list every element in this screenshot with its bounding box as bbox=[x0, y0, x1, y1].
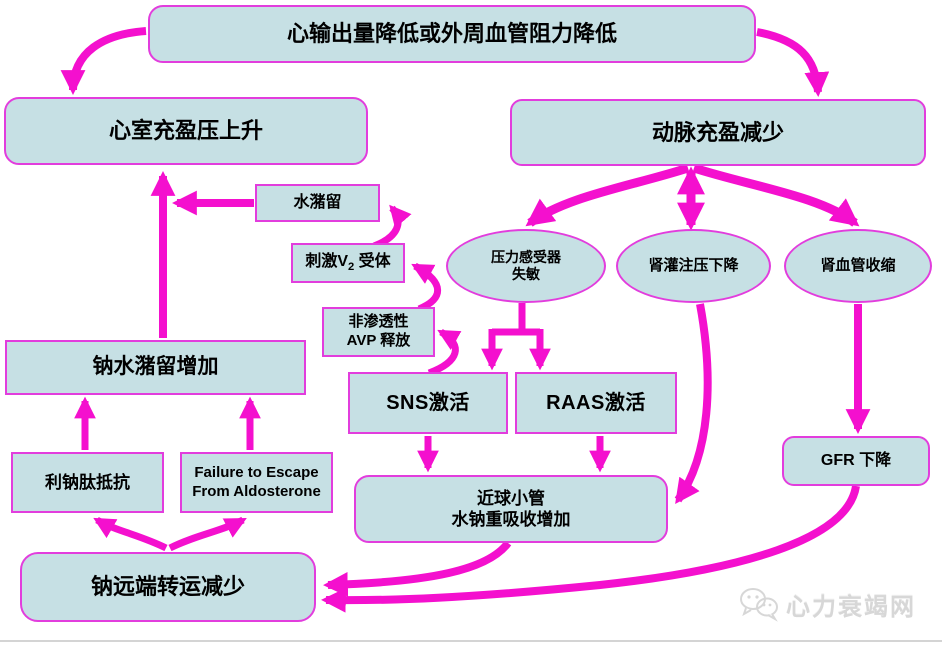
arrow-arterial-to-baroreceptor bbox=[525, 163, 690, 227]
wechat-bubbles-icon bbox=[740, 588, 778, 622]
watermark-text: 心力衰竭网 bbox=[786, 593, 916, 621]
node-arterial-filling: 动脉充盈减少 bbox=[510, 99, 926, 166]
node-water-retention-label: 水潴留 bbox=[293, 194, 342, 211]
node-aldosterone-line1: Failure to Escape bbox=[194, 463, 319, 481]
node-aldosterone-escape-failure: Failure to Escape From Aldosterone bbox=[180, 452, 333, 513]
arrow-avp-to-v2 bbox=[411, 262, 441, 313]
bottom-edge-line bbox=[0, 640, 942, 642]
node-proximal-line2: 水钠重吸收增加 bbox=[451, 510, 571, 529]
arrow-arterial-to-renalvaso bbox=[692, 163, 860, 227]
arrow-gfr-to-distal bbox=[321, 485, 860, 613]
node-distal-sodium-transport-decrease: 钠远端转运减少 bbox=[20, 552, 316, 622]
node-proximal-tubule-reabsorption: 近球小管 水钠重吸收增加 bbox=[354, 475, 668, 543]
node-v2-receptor: 刺激V2 受体 bbox=[291, 243, 405, 283]
arrow-distal-to-natriuretic bbox=[93, 516, 168, 552]
node-v2-receptor-label: 刺激V2 受体 bbox=[305, 252, 390, 274]
node-aldosterone-line2: From Aldosterone bbox=[192, 482, 321, 500]
node-natriuretic-peptide-resistance: 利钠肽抵抗 bbox=[11, 452, 164, 513]
node-baroreceptor-line2: 失敏 bbox=[512, 266, 540, 282]
node-natriuretic-label: 利钠肽抵抗 bbox=[45, 472, 130, 492]
node-gfr-label: GFR 下降 bbox=[820, 452, 892, 469]
v2-label-suffix: 受体 bbox=[354, 252, 391, 270]
node-gfr-decrease: GFR 下降 bbox=[782, 436, 930, 486]
node-renal-perfusion-drop: 肾灌注压下降 bbox=[616, 229, 771, 303]
node-sns-activation: SNS激活 bbox=[348, 372, 508, 434]
node-raas-activation: RAAS激活 bbox=[515, 372, 677, 434]
arrow-proximal-to-distal bbox=[323, 540, 512, 597]
node-avp-release-line2: AVP 释放 bbox=[346, 332, 411, 349]
watermark: 心力衰竭网 bbox=[738, 584, 938, 624]
node-raas-activation-label: RAAS激活 bbox=[546, 391, 646, 414]
node-cardiac-output-label: 心输出量降低或外周血管阻力降低 bbox=[286, 21, 617, 47]
node-distal-sodium-label: 钠远端转运减少 bbox=[90, 574, 245, 600]
node-renal-vasoconstriction: 肾血管收缩 bbox=[784, 229, 932, 303]
node-avp-release: 非渗透性 AVP 释放 bbox=[322, 307, 435, 357]
node-avp-release-line1: 非渗透性 bbox=[348, 313, 409, 331]
node-proximal-line1: 近球小管 bbox=[477, 488, 545, 508]
arrow-cardiac-to-ventricular bbox=[60, 27, 147, 95]
node-ventricular-filling-label: 心室充盈压上升 bbox=[108, 118, 263, 144]
node-arterial-filling-label: 动脉充盈减少 bbox=[651, 119, 784, 145]
arrow-distal-to-aldosterone bbox=[168, 516, 247, 552]
node-baroreceptor-desensitization: 压力感受器 失敏 bbox=[446, 229, 606, 303]
node-water-retention: 水潴留 bbox=[255, 184, 380, 222]
v2-label-subscript: 2 bbox=[348, 261, 355, 274]
node-ventricular-filling: 心室充盈压上升 bbox=[4, 97, 368, 165]
arrow-cardiac-to-arterial bbox=[756, 28, 830, 97]
node-sodium-water-retention-label: 钠水潴留增加 bbox=[92, 355, 219, 379]
node-cardiac-output: 心输出量降低或外周血管阻力降低 bbox=[148, 5, 756, 63]
v2-label-prefix: 刺激V bbox=[305, 252, 348, 270]
arrow-sns-to-avp bbox=[427, 328, 462, 377]
node-renal-vasoconstriction-label: 肾血管收缩 bbox=[820, 256, 896, 274]
arrow-renalperfusion-to-proximal bbox=[674, 303, 712, 505]
node-sodium-water-retention-increase: 钠水潴留增加 bbox=[5, 340, 306, 395]
node-sns-activation-label: SNS激活 bbox=[386, 391, 470, 414]
node-renal-perfusion-label: 肾灌注压下降 bbox=[648, 256, 739, 274]
node-baroreceptor-line1: 压力感受器 bbox=[491, 248, 561, 265]
